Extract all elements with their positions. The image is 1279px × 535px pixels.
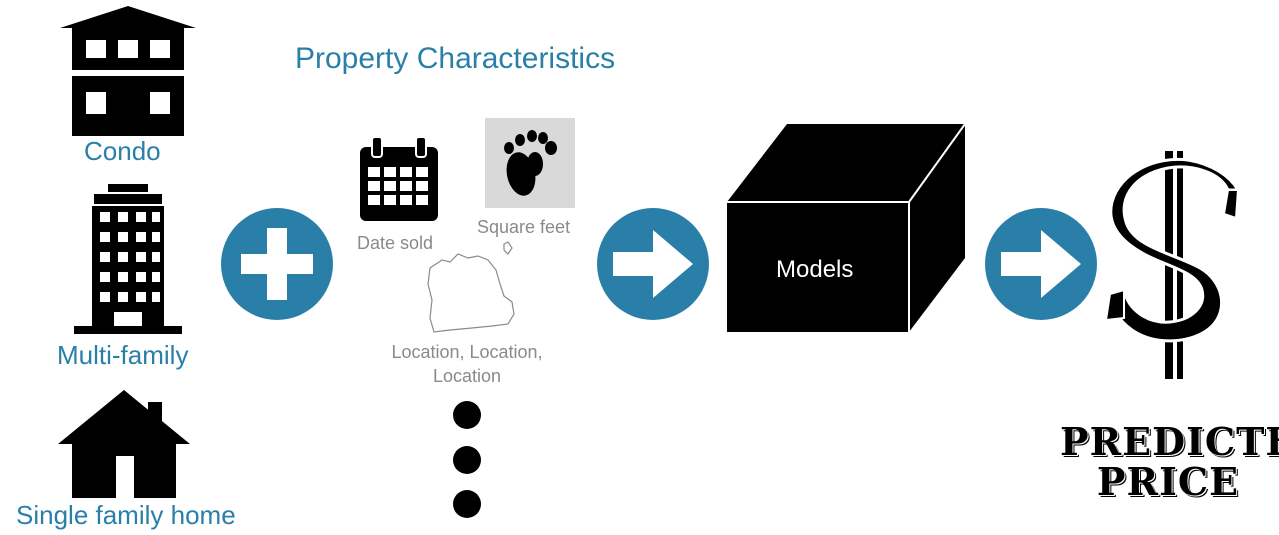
condo-building-icon — [60, 6, 196, 136]
black-box-icon — [727, 123, 966, 332]
plus-icon — [241, 228, 313, 300]
map-outline-icon — [427, 241, 515, 333]
footprint-icon — [485, 118, 575, 208]
single-family-label: Single family home — [16, 500, 236, 530]
models-label: Models — [776, 256, 854, 283]
date-sold-label: Date sold — [357, 233, 434, 253]
predicted-price-label: PREDICTED PRICE — [1060, 419, 1279, 504]
ellipsis-dot — [453, 490, 481, 518]
location-label-line2: Location — [432, 366, 502, 386]
house-icon — [58, 390, 190, 498]
characteristics-title: Property Characteristics — [295, 42, 616, 75]
arrow-right-icon — [613, 230, 693, 298]
square-feet-label: Square feet — [477, 217, 571, 237]
arrow-circle — [985, 208, 1097, 320]
dollar-sign-icon — [1104, 150, 1241, 380]
predicted-label-line2: PRICE — [1096, 459, 1240, 504]
ellipsis-dot — [453, 446, 481, 474]
ellipsis-dot — [453, 401, 481, 429]
arrow-circle — [597, 208, 709, 320]
calendar-icon — [360, 137, 438, 221]
multi-family-label: Multi-family — [57, 340, 189, 370]
predicted-label-line1: PREDICTED — [1060, 419, 1279, 464]
apartment-building-icon — [74, 184, 182, 334]
condo-label: Condo — [84, 136, 161, 166]
location-label: Location, Location, Location — [372, 340, 562, 388]
arrow-right-icon — [1001, 230, 1081, 298]
location-label-line1: Location, Location, — [391, 342, 543, 362]
plus-circle — [221, 208, 333, 320]
